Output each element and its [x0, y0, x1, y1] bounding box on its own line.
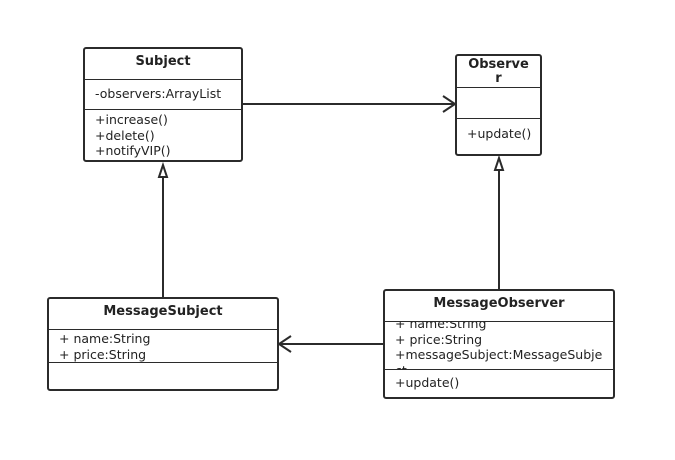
class-messageobserver: MessageObserver + name:String + price:St…	[383, 289, 615, 399]
open-arrowhead-messagesubject	[277, 335, 292, 353]
method: +update()	[395, 375, 460, 390]
method: +update()	[467, 126, 532, 141]
methods-section: +update()	[457, 118, 540, 144]
attribute: -observers:ArrayList	[95, 86, 222, 101]
hollow-triangle-observer	[493, 154, 505, 171]
hollow-triangle-subject	[157, 161, 169, 178]
attribute: + name:String	[395, 321, 487, 331]
class-name: Observer	[468, 57, 529, 86]
method: +delete()	[95, 127, 155, 143]
attribute: + price:String	[395, 331, 483, 347]
methods-section: +increase() +delete() +notifyVIP()	[85, 109, 241, 161]
attributes-section: + name:String + price:String +messageSub…	[385, 321, 613, 369]
class-name: Subject	[135, 54, 191, 69]
method: +increase()	[95, 112, 168, 127]
class-name: MessageObserver	[433, 296, 565, 311]
class-name: MessageSubject	[103, 304, 223, 319]
class-messagesubject: MessageSubject + name:String + price:Str…	[47, 297, 279, 391]
attributes-section: -observers:ArrayList	[85, 79, 241, 109]
attribute: + name:String	[59, 331, 151, 346]
methods-section	[49, 362, 277, 367]
attribute: +messageSubject:MessageSubject	[395, 347, 603, 369]
methods-section: +update()	[385, 369, 613, 393]
attributes-section	[457, 87, 540, 118]
method: +notifyVIP()	[95, 143, 171, 158]
class-subject: Subject -observers:ArrayList +increase()…	[83, 47, 243, 162]
class-observer: Observer +update()	[455, 54, 542, 156]
attributes-section: + name:String + price:String	[49, 329, 277, 362]
attribute: + price:String	[59, 346, 147, 362]
